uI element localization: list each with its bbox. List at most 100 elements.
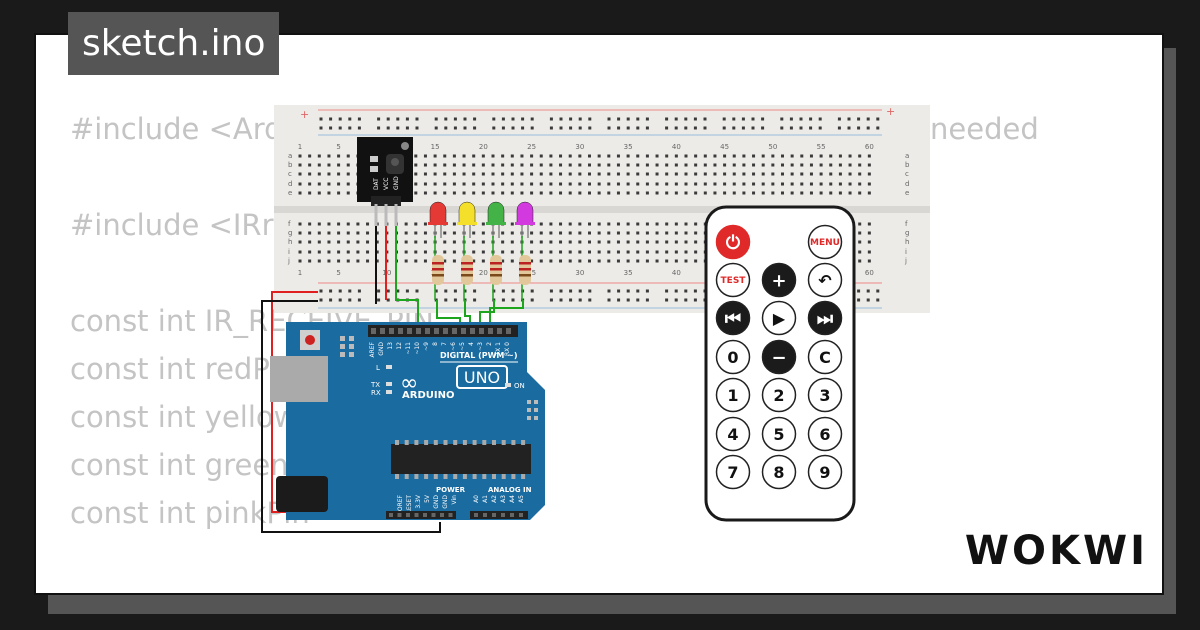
column-number: 20 [479,143,488,151]
breadboard-hole [790,191,794,195]
breadboard-hole [404,250,408,254]
breadboard-hole [723,191,727,195]
breadboard-hole [308,259,312,263]
breadboard-hole [790,172,794,176]
breadboard-hole [366,222,370,226]
icsp-pin [340,352,345,357]
breadboard-hole [597,259,601,263]
breadboard-hole [481,163,485,167]
board-led [386,390,392,394]
breadboard-hole [588,172,591,176]
breadboard-hole [501,231,505,235]
remote-button-label: ▶ [773,309,786,328]
breadboard-hole [298,191,302,195]
breadboard-hole [703,182,707,186]
breadboard-hole [665,240,669,244]
breadboard-hole [491,172,495,176]
breadboard-hole [530,231,534,235]
column-number: 1 [298,143,302,151]
breadboard-hole [713,154,717,158]
breadboard-hole [452,259,456,263]
breadboard-hole [829,182,833,186]
remote-button-label: C [819,348,831,367]
rail-hole [693,298,697,302]
breadboard-hole [549,172,553,176]
breadboard-hole [337,259,341,263]
breadboard-hole [510,240,514,244]
rail-hole [501,298,505,302]
breadboard-hole [597,231,601,235]
breadboard-hole [636,259,640,263]
rail-hole [319,117,323,121]
breadboard-hole [607,231,611,235]
power-pin-label: 3.3V [415,494,422,509]
breadboard-hole [308,172,312,176]
breadboard-hole [549,154,553,158]
breadboard-hole [752,172,756,176]
rail-hole [607,289,611,293]
breadboard-hole [568,259,572,263]
remote-button-label: 4 [727,425,738,444]
breadboard-hole [626,163,630,167]
breadboard-hole [819,163,823,167]
rail-hole [703,126,707,130]
breadboard-hole [568,231,572,235]
rail-hole [549,126,553,130]
breadboard-hole [742,154,746,158]
rail-hole [511,126,515,130]
remote-button [715,416,751,452]
breadboard-hole [636,231,640,235]
digital-pin-label: 7 [441,342,448,346]
breadboard-hole [626,259,630,263]
breadboard-hole [867,259,871,263]
rail-hole [626,117,630,121]
digital-pin-label: GND [378,342,385,356]
breadboard-hole [858,231,862,235]
breadboard-hole [327,163,331,167]
breadboard-hole [781,163,784,167]
led-green [487,201,505,225]
breadboard-hole [607,163,611,167]
rail-hole [530,298,534,302]
header-pin [448,513,453,517]
header-pin [371,328,376,334]
breadboard-hole [694,191,698,195]
breadboard-hole [588,250,591,254]
breadboard-hole [742,182,746,186]
breadboard-hole [549,240,553,244]
breadboard-hole [655,222,659,226]
breadboard-hole [298,182,302,186]
breadboard-hole [462,163,466,167]
header-pin [497,328,502,334]
breadboard-hole [443,182,447,186]
breadboard-hole [588,222,591,226]
rail-hole [837,117,841,121]
breadboard-hole [481,259,485,263]
breadboard-hole [298,231,302,235]
rail-hole [578,298,582,302]
breadboard-hole [433,154,437,158]
breadboard-hole [356,222,360,226]
breadboard-hole [346,163,350,167]
breadboard-hole [752,182,756,186]
remote-button [715,262,751,298]
rail-hole [396,289,400,293]
resistor-band [519,262,531,265]
rail-hole [703,117,707,121]
breadboard-hole [327,222,331,226]
breadboard-hole [298,222,302,226]
breadboard-hole [568,163,572,167]
led-red [429,201,447,225]
icsp2-pin [527,408,531,412]
rail-hole [386,289,390,293]
analog-pin-label: A2 [491,495,498,503]
remote-button-label: − [771,347,786,368]
rail-hole [338,289,342,293]
breadboard-hole [327,154,331,158]
breadboard-hole [423,231,427,235]
digital-pin-label: ~11 [405,342,412,355]
